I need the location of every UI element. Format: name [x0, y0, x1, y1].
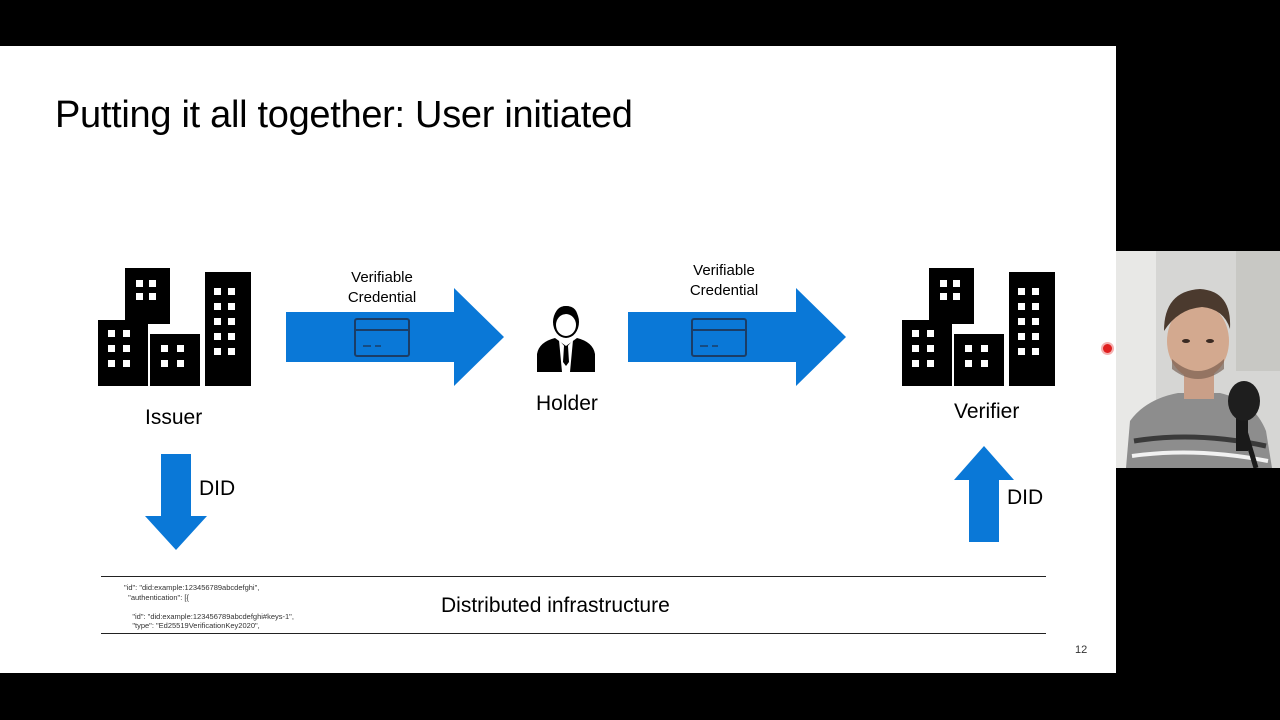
- slide-title: Putting it all together: User initiated: [55, 94, 633, 136]
- infra-top-line: [101, 576, 1046, 577]
- slide: Putting it all together: User initiated …: [0, 46, 1116, 673]
- presenter-image: [1116, 251, 1280, 468]
- verifier-label: Verifier: [954, 400, 1020, 423]
- did-up-label: DID: [1007, 486, 1044, 509]
- recording-indicator-icon: [1103, 344, 1112, 353]
- did-document-snippet: "id": "did:example:123456789abcdefghi", …: [124, 583, 294, 630]
- credential-card-icon: [691, 318, 747, 357]
- verifier-building-icon: [902, 268, 1055, 386]
- infra-label: Distributed infrastructure: [441, 594, 670, 617]
- vc1-label: Verifiable Credential: [347, 269, 417, 306]
- issuer-building-icon: [98, 268, 251, 386]
- credential-card-icon: [354, 318, 410, 357]
- issuer-label: Issuer: [145, 406, 203, 429]
- webcam-video: [1116, 251, 1280, 468]
- person-icon: [537, 306, 595, 372]
- vc2-label: Verifiable Credential: [689, 262, 759, 299]
- infra-bottom-line: [101, 633, 1046, 634]
- arrow-up-icon: [954, 446, 1014, 542]
- did-down-label: DID: [199, 477, 236, 500]
- arrow-right-icon: [286, 288, 504, 386]
- arrow-right-icon: [628, 288, 846, 386]
- arrow-down-icon: [145, 454, 207, 550]
- holder-label: Holder: [536, 392, 598, 415]
- page-number: 12: [1075, 644, 1088, 656]
